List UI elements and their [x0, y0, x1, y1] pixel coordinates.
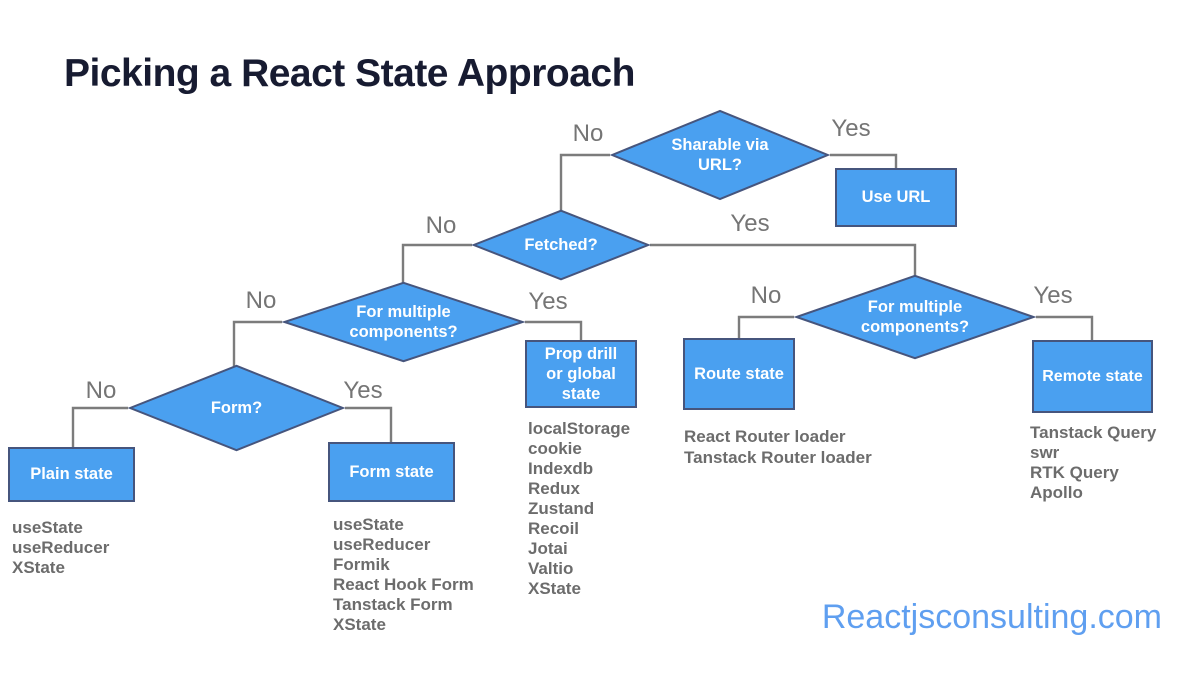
- prop-drill-list: localStorage cookie Indexdb Redux Zustan…: [528, 419, 630, 599]
- result-remote-state: Remote state: [1032, 340, 1153, 413]
- remote-state-list: Tanstack Query swr RTK Query Apollo: [1030, 423, 1156, 503]
- edge-multi-right-no: [737, 315, 794, 342]
- result-use-url: Use URL: [835, 168, 957, 227]
- label-sharable-yes: Yes: [831, 115, 871, 142]
- list-item: Redux: [528, 479, 580, 498]
- list-item: RTK Query: [1030, 463, 1119, 482]
- list-item: Formik: [333, 555, 390, 574]
- list-item: React Hook Form: [333, 575, 474, 594]
- list-item: Indexdb: [528, 459, 594, 478]
- list-item: XState: [528, 579, 581, 598]
- list-item: localStorage: [528, 419, 631, 438]
- decision-form: Form?: [128, 365, 345, 451]
- decision-sharable-label: Sharable via URL?: [671, 135, 769, 174]
- diamond-shape: [284, 283, 522, 361]
- diamond-shape: [796, 276, 1033, 358]
- list-item: Tanstack Form: [333, 595, 453, 614]
- list-item: XState: [333, 615, 386, 634]
- list-item: React Router loader: [684, 427, 846, 446]
- edge-form-no: [71, 406, 128, 451]
- list-item: cookie: [528, 439, 582, 458]
- edge-multi-left-yes: [525, 320, 583, 344]
- list-item: Recoil: [528, 519, 580, 538]
- label-fetched-no: No: [425, 212, 457, 239]
- list-item: Zustand: [528, 499, 595, 518]
- list-item: Valtio: [528, 559, 574, 578]
- list-item: Tanstack Query: [1030, 423, 1157, 442]
- label-form-yes: Yes: [343, 377, 383, 404]
- list-item: Jotai: [528, 539, 568, 558]
- diamond-shape: [130, 366, 343, 450]
- plain-state-list: useState useReducer XState: [12, 518, 109, 578]
- list-item: useReducer: [12, 538, 110, 557]
- route-state-list: React Router loader Tanstack Router load…: [684, 426, 872, 468]
- label-multi-left-no: No: [245, 287, 277, 314]
- edge-multi-right-yes: [1036, 315, 1094, 344]
- list-item: Apollo: [1030, 483, 1083, 502]
- list-item: Tanstack Router loader: [684, 448, 872, 467]
- decision-multiple-components-left: For multiple components?: [282, 282, 525, 362]
- result-prop-drill-or-global-state: Prop drill or global state: [525, 340, 637, 408]
- edge-fetched-no: [401, 243, 472, 286]
- list-item: useState: [12, 518, 83, 537]
- label-fetched-yes: Yes: [730, 210, 770, 237]
- watermark-link[interactable]: Reactjsconsulting.com: [821, 598, 1162, 636]
- page-title: Picking a React State Approach: [64, 52, 635, 95]
- label-sharable-no: No: [572, 120, 604, 147]
- decision-multi-left-label: For multiple components?: [349, 302, 458, 341]
- decision-form-label: Form?: [210, 398, 263, 417]
- list-item: XState: [12, 558, 65, 577]
- edge-multi-left-no: [232, 320, 282, 369]
- result-plain-state: Plain state: [8, 447, 135, 502]
- decision-multi-right-label: For multiple components?: [860, 297, 970, 336]
- decision-fetched: Fetched?: [472, 210, 650, 280]
- diamond-shape: [474, 211, 648, 280]
- list-item: useReducer: [333, 535, 431, 554]
- decision-multiple-components-right: For multiple components?: [794, 275, 1036, 359]
- list-item: swr: [1030, 443, 1060, 462]
- label-multi-right-yes: Yes: [1033, 282, 1073, 309]
- edge-form-yes: [345, 406, 393, 446]
- label-multi-right-no: No: [750, 282, 782, 309]
- edge-sharable-no: [559, 153, 610, 214]
- label-form-no: No: [85, 377, 117, 404]
- list-item: useState: [333, 515, 404, 534]
- edge-sharable-yes: [830, 153, 898, 172]
- form-state-list: useState useReducer Formik React Hook Fo…: [333, 515, 474, 635]
- diamond-shape: [612, 111, 828, 199]
- edge-fetched-yes: [650, 243, 917, 279]
- label-multi-left-yes: Yes: [528, 288, 568, 315]
- result-route-state: Route state: [683, 338, 795, 410]
- result-form-state: Form state: [328, 442, 455, 502]
- decision-sharable-via-url: Sharable via URL?: [610, 110, 830, 200]
- decision-fetched-label: Fetched?: [524, 235, 598, 254]
